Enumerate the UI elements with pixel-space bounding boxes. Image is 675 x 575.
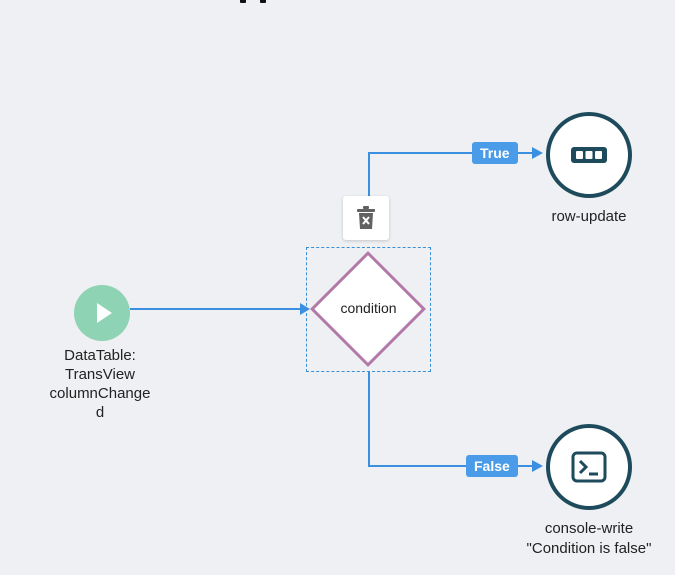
cut-off-title [240, 0, 280, 4]
start-label-line: DataTable: [64, 347, 136, 364]
row-update-label: row-update [500, 207, 675, 227]
row-update-node[interactable] [546, 112, 632, 198]
start-node-label: DataTable: TransView columnChange d [30, 346, 170, 422]
row-update-text: row-update [551, 208, 627, 225]
start-label-line: columnChange [49, 385, 151, 402]
delete-button[interactable] [343, 196, 389, 240]
condition-label: condition [340, 300, 397, 316]
true-badge: True [472, 142, 518, 164]
edge-start-condition[interactable] [130, 303, 310, 315]
start-node[interactable] [74, 285, 130, 341]
selection-box[interactable] [306, 247, 431, 372]
terminal-icon [571, 451, 607, 483]
console-write-node[interactable] [546, 424, 632, 510]
play-icon [97, 303, 112, 323]
false-badge: False [466, 455, 518, 477]
console-write-message: "Condition is false" [526, 540, 652, 557]
start-label-line: d [95, 404, 105, 421]
dots-icon [571, 147, 607, 163]
trash-icon [357, 206, 375, 229]
console-write-label: console-write "Condition is false" [500, 519, 675, 559]
console-write-title: console-write [544, 520, 634, 537]
start-label-line: TransView [64, 366, 136, 383]
